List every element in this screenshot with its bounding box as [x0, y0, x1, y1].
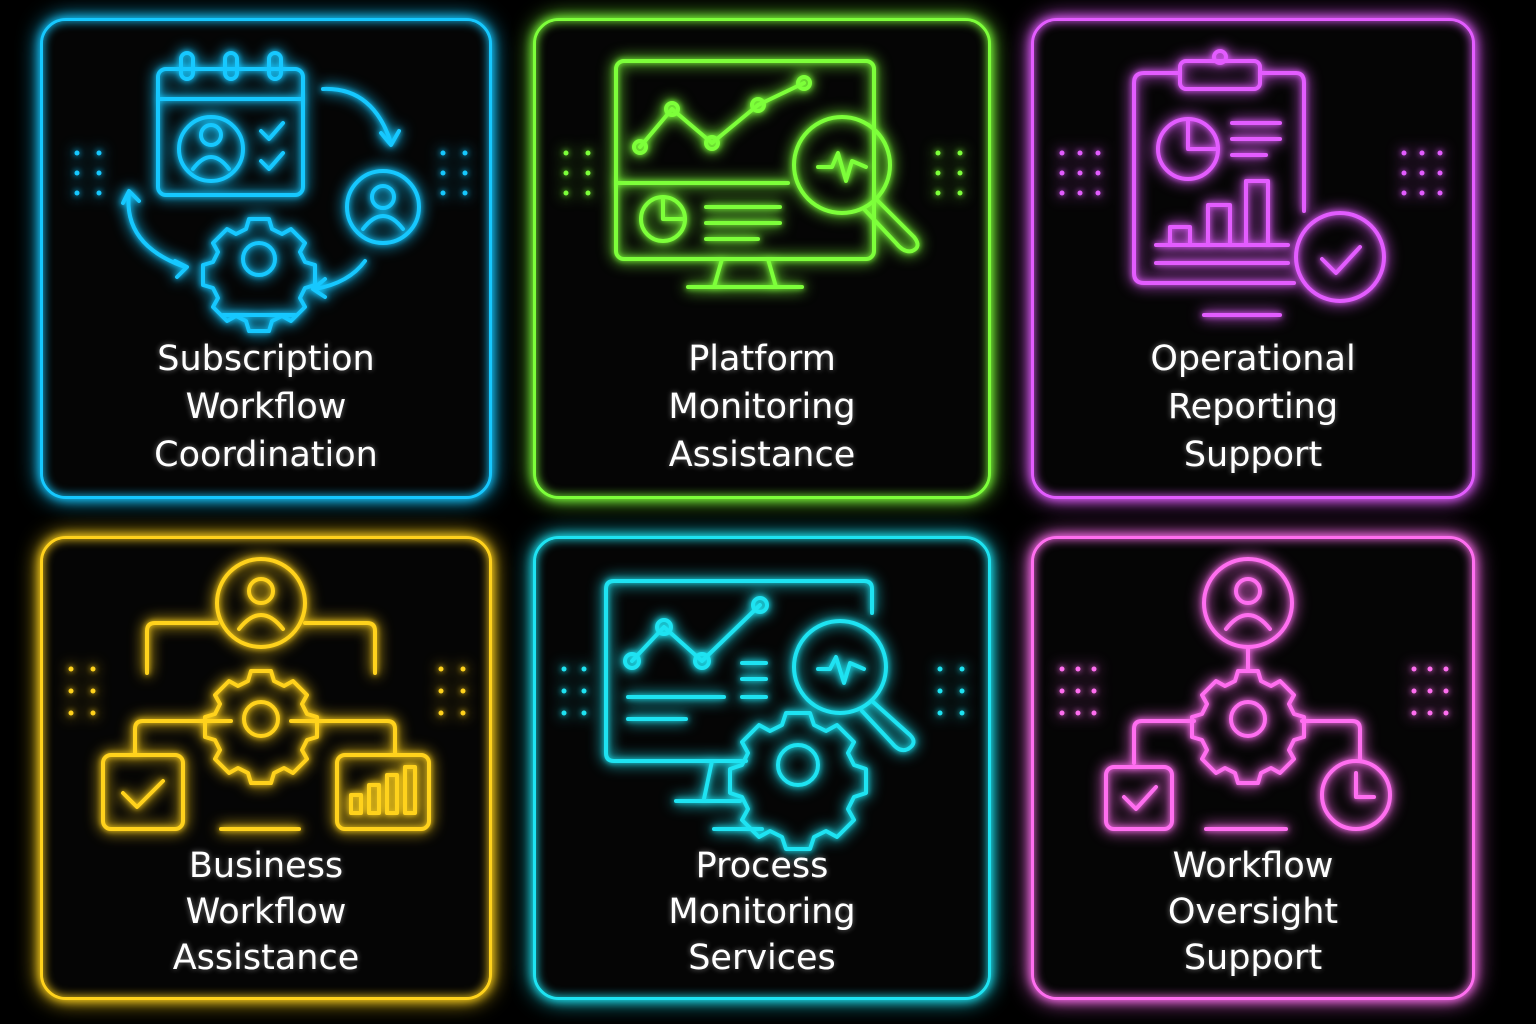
label-line: Business: [188, 846, 344, 886]
dots-right-decoration: [1411, 666, 1449, 716]
label-line: Platform: [688, 339, 836, 379]
card-business-workflow-assistance[interactable]: Business Workflow Assistance: [40, 536, 492, 1000]
dots-left-decoration: [1059, 666, 1097, 716]
dots-right-decoration: [1401, 150, 1443, 196]
dots-left-decoration: [74, 150, 102, 196]
label-line: Support: [1183, 435, 1323, 475]
calendar-user-gear-cycle-icon: [74, 51, 468, 333]
label-line: Subscription: [157, 339, 375, 379]
card-platform-monitoring-assistance[interactable]: Platform Monitoring Assistance: [533, 18, 991, 499]
label-line: Assistance: [172, 938, 360, 978]
gear-icon: [201, 217, 317, 333]
label-line: Workflow: [185, 387, 347, 427]
card-label: Platform Monitoring Assistance: [536, 335, 988, 479]
card-process-monitoring-services[interactable]: Process Monitoring Services: [533, 536, 991, 1000]
gear-icon: [203, 669, 319, 785]
label-line: Coordination: [154, 435, 378, 475]
dots-right-decoration: [440, 150, 468, 196]
monitor-chart-magnifier-icon: [563, 59, 963, 289]
gear-icon: [1190, 669, 1306, 785]
label-line: Workflow: [185, 892, 347, 932]
dots-left-decoration: [563, 150, 591, 196]
card-operational-reporting-support[interactable]: Operational Reporting Support: [1031, 18, 1475, 499]
gear-icon: [728, 711, 868, 851]
dots-right-decoration: [937, 666, 965, 716]
monitor-chart-gear-magnifier-icon: [561, 579, 965, 851]
label-line: Services: [688, 938, 836, 978]
label-line: Reporting: [1167, 387, 1339, 427]
clipboard-report-check-icon: [1059, 49, 1443, 317]
user-gear-flowchart-icon: [68, 557, 466, 831]
label-line: Monitoring: [668, 892, 856, 932]
label-line: Workflow: [1172, 846, 1334, 886]
dots-left-decoration: [1059, 150, 1101, 196]
label-line: Assistance: [668, 435, 856, 475]
label-line: Support: [1183, 938, 1323, 978]
card-subscription-workflow-coordination[interactable]: Subscription Workflow Coordination: [40, 18, 492, 499]
label-line: Operational: [1150, 339, 1356, 379]
dots-left-decoration: [68, 666, 96, 716]
label-line: Monitoring: [668, 387, 856, 427]
user-gear-check-clock-icon: [1059, 557, 1449, 831]
card-label: Business Workflow Assistance: [43, 843, 489, 981]
dots-right-decoration: [935, 150, 963, 196]
label-line: Process: [695, 846, 829, 886]
dots-left-decoration: [561, 666, 587, 716]
card-label: Process Monitoring Services: [536, 843, 988, 981]
card-label: Operational Reporting Support: [1034, 335, 1472, 479]
card-label: Workflow Oversight Support: [1034, 843, 1472, 981]
dots-right-decoration: [438, 666, 466, 716]
card-workflow-oversight-support[interactable]: Workflow Oversight Support: [1031, 536, 1475, 1000]
card-label: Subscription Workflow Coordination: [43, 335, 489, 479]
label-line: Oversight: [1167, 892, 1339, 932]
